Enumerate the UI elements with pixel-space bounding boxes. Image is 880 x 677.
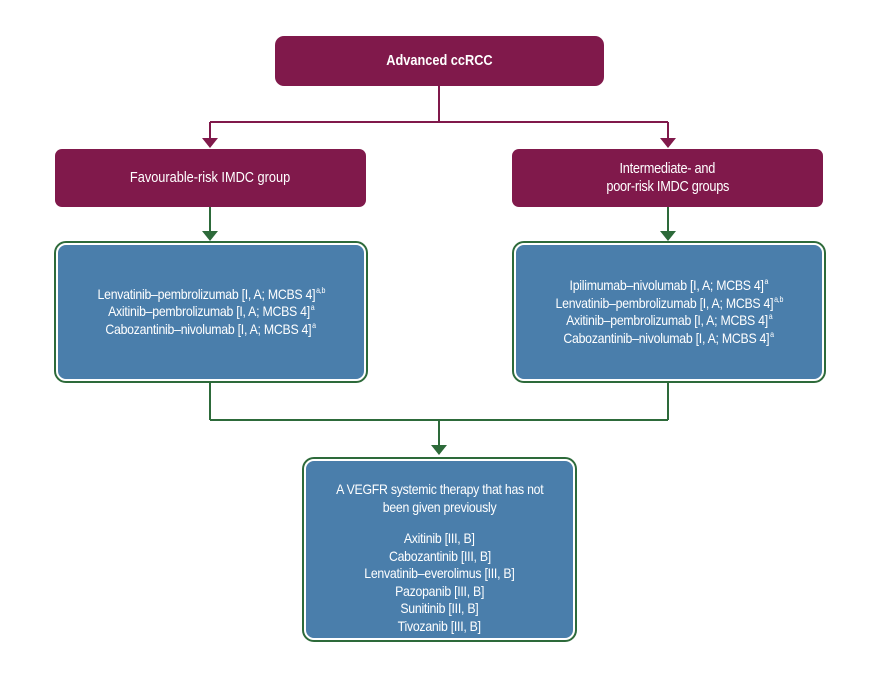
intermediate-poor-risk-node: Intermediate- and poor-risk IMDC groups [512, 149, 823, 207]
therapy-item: Cabozantinib–nivolumab [I, A; MCBS 4]a [563, 329, 775, 346]
therapy-item: Axitinib–pembrolizumab [I, A; MCBS 4]a [107, 303, 315, 320]
root-node: Advanced ccRCC [275, 36, 604, 86]
favourable-risk-label: Favourable-risk IMDC group [130, 170, 291, 186]
second-line-option: Lenvatinib–everolimus [III, B] [364, 565, 515, 581]
second-line-box: A VEGFR systemic therapy that has not be… [304, 459, 575, 640]
intermediate-therapies-box: Ipilimumab–nivolumab [I, A; MCBS 4]a Len… [514, 243, 824, 381]
intermediate-label-line-1: Intermediate- and [619, 161, 716, 177]
second-line-option: Tivozanib [III, B] [397, 617, 482, 634]
intermediate-label-line-2: poor-risk IMDC groups [606, 179, 729, 195]
arrow-to-favourable [202, 138, 218, 148]
therapy-item: Lenvatinib–pembrolizumab [I, A; MCBS 4]a… [555, 294, 783, 311]
arrow-to-right-therapies [660, 231, 676, 241]
favourable-therapies-box: Lenvatinib–pembrolizumab [I, A; MCBS 4]a… [56, 243, 366, 381]
favourable-risk-node: Favourable-risk IMDC group [55, 149, 366, 207]
second-line-heading-2: been given previously [382, 498, 497, 515]
arrow-to-second-line [431, 445, 447, 455]
therapy-item: Cabozantinib–nivolumab [I, A; MCBS 4]a [105, 320, 317, 337]
second-line-option: Axitinib [III, B] [404, 530, 475, 546]
root-label: Advanced ccRCC [386, 53, 493, 69]
second-line-option: Pazopanib [III, B] [394, 582, 485, 599]
arrow-to-intermediate [660, 138, 676, 148]
second-line-heading-1: A VEGFR systemic therapy that has not [335, 481, 544, 497]
arrow-to-left-therapies [202, 231, 218, 241]
second-line-option: Cabozantinib [III, B] [388, 547, 491, 564]
second-line-option: Sunitinib [III, B] [400, 600, 479, 616]
therapy-item: Ipilimumab–nivolumab [I, A; MCBS 4]a [569, 277, 769, 293]
therapy-item: Axitinib–pembrolizumab [I, A; MCBS 4]a [565, 312, 773, 328]
therapy-item: Lenvatinib–pembrolizumab [I, A; MCBS 4]a… [97, 285, 325, 302]
